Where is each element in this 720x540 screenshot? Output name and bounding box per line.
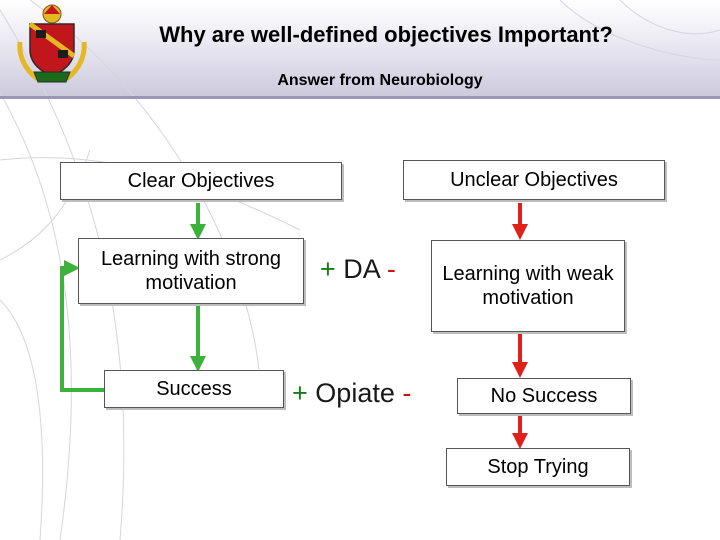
header-band	[0, 0, 720, 98]
da-minus: -	[386, 254, 396, 284]
opiate-plus: +	[292, 378, 308, 408]
slide-title: Why are well-defined objectives Importan…	[159, 22, 613, 47]
crest-logo	[17, 4, 87, 83]
header-divider	[0, 96, 720, 99]
opiate-minus: -	[402, 378, 412, 408]
slide-subtitle: Answer from Neurobiology	[277, 72, 483, 89]
strong-motivation-box: Learning with strong motivation	[78, 238, 304, 304]
clear-objectives-box: Clear Objectives	[60, 162, 342, 200]
opiate-label: Opiate	[315, 378, 395, 408]
opiate-modulator: + Opiate -	[292, 378, 411, 409]
da-plus: +	[320, 254, 336, 284]
stop-trying-box: Stop Trying	[446, 448, 630, 486]
green-feedback-loop	[60, 260, 104, 392]
weak-motivation-box: Learning with weak motivation	[431, 240, 625, 332]
success-box: Success	[104, 370, 284, 408]
no-success-box: No Success	[457, 378, 631, 414]
unclear-objectives-box: Unclear Objectives	[403, 160, 665, 200]
da-modulator: + DA -	[320, 254, 396, 285]
da-label: DA	[343, 254, 380, 284]
